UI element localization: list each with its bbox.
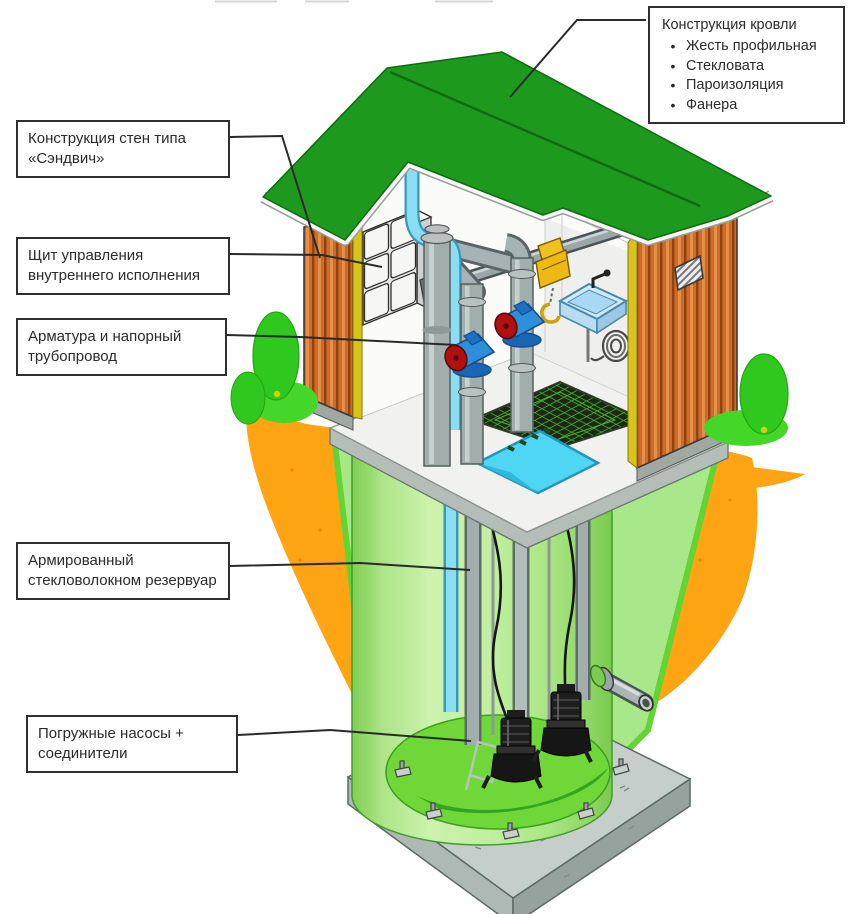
hatch-cover [474, 427, 601, 495]
callout-tank: Армированный стекловолокном резервуар [16, 542, 230, 600]
ventilation-grille [674, 254, 704, 292]
bullet-icon [660, 76, 686, 96]
callout-valves: Арматура и напорный трубопровод [16, 318, 227, 376]
callout-roof: Конструкция кровли Жесть профильная Стек… [648, 6, 845, 124]
leader-tank [229, 561, 471, 571]
submersible-pump-left [481, 710, 543, 789]
roof [260, 51, 774, 246]
wash-sink [557, 269, 629, 362]
list-item: Жесть профильная [660, 37, 833, 57]
callout-walls: Конструкция стен типа «Сэндвич» [16, 120, 230, 178]
leader-panel [229, 253, 383, 268]
landscaping [230, 311, 789, 446]
hoist [535, 237, 571, 324]
list-item: Фанера [660, 96, 833, 116]
valve-right [494, 233, 546, 433]
bullet-icon [660, 57, 686, 77]
callout-roof-title: Конструкция кровли [662, 17, 797, 33]
leader-roof [509, 19, 646, 98]
anchor-bolts [394, 758, 630, 840]
hoist-hook [540, 302, 561, 324]
leader-lines [226, 19, 646, 742]
hoist-chain [549, 287, 554, 305]
leader-walls [229, 134, 321, 259]
bullet-icon [660, 96, 686, 116]
tree-right [739, 353, 789, 435]
callout-valves-text: Арматура и напорный трубопровод [28, 328, 182, 365]
callout-pumps-text: Погружные насосы + соединители [38, 725, 184, 762]
callout-panel-text: Щит управления внутреннего исполнения [28, 247, 201, 284]
list-item: Стекловата [660, 57, 833, 77]
faucet [591, 272, 606, 288]
leader-valves [226, 334, 457, 346]
pressure-piping [404, 170, 546, 467]
callout-control-panel: Щит управления внутреннего исполнения [16, 237, 230, 295]
valve-left [444, 283, 496, 465]
tree-left [252, 311, 300, 401]
bullet-icon [660, 37, 686, 57]
roof-ridge [389, 70, 701, 208]
callout-pumps: Погружные насосы + соединители [26, 715, 238, 773]
list-item: Пароизоляция [660, 76, 833, 96]
leader-pumps [237, 728, 472, 742]
callout-walls-text: Конструкция стен типа «Сэндвич» [28, 130, 186, 167]
submersible-pump-right [531, 684, 593, 763]
callout-tank-text: Армированный стекловолокном резервуар [28, 552, 217, 589]
inlet-pipe [589, 664, 654, 712]
